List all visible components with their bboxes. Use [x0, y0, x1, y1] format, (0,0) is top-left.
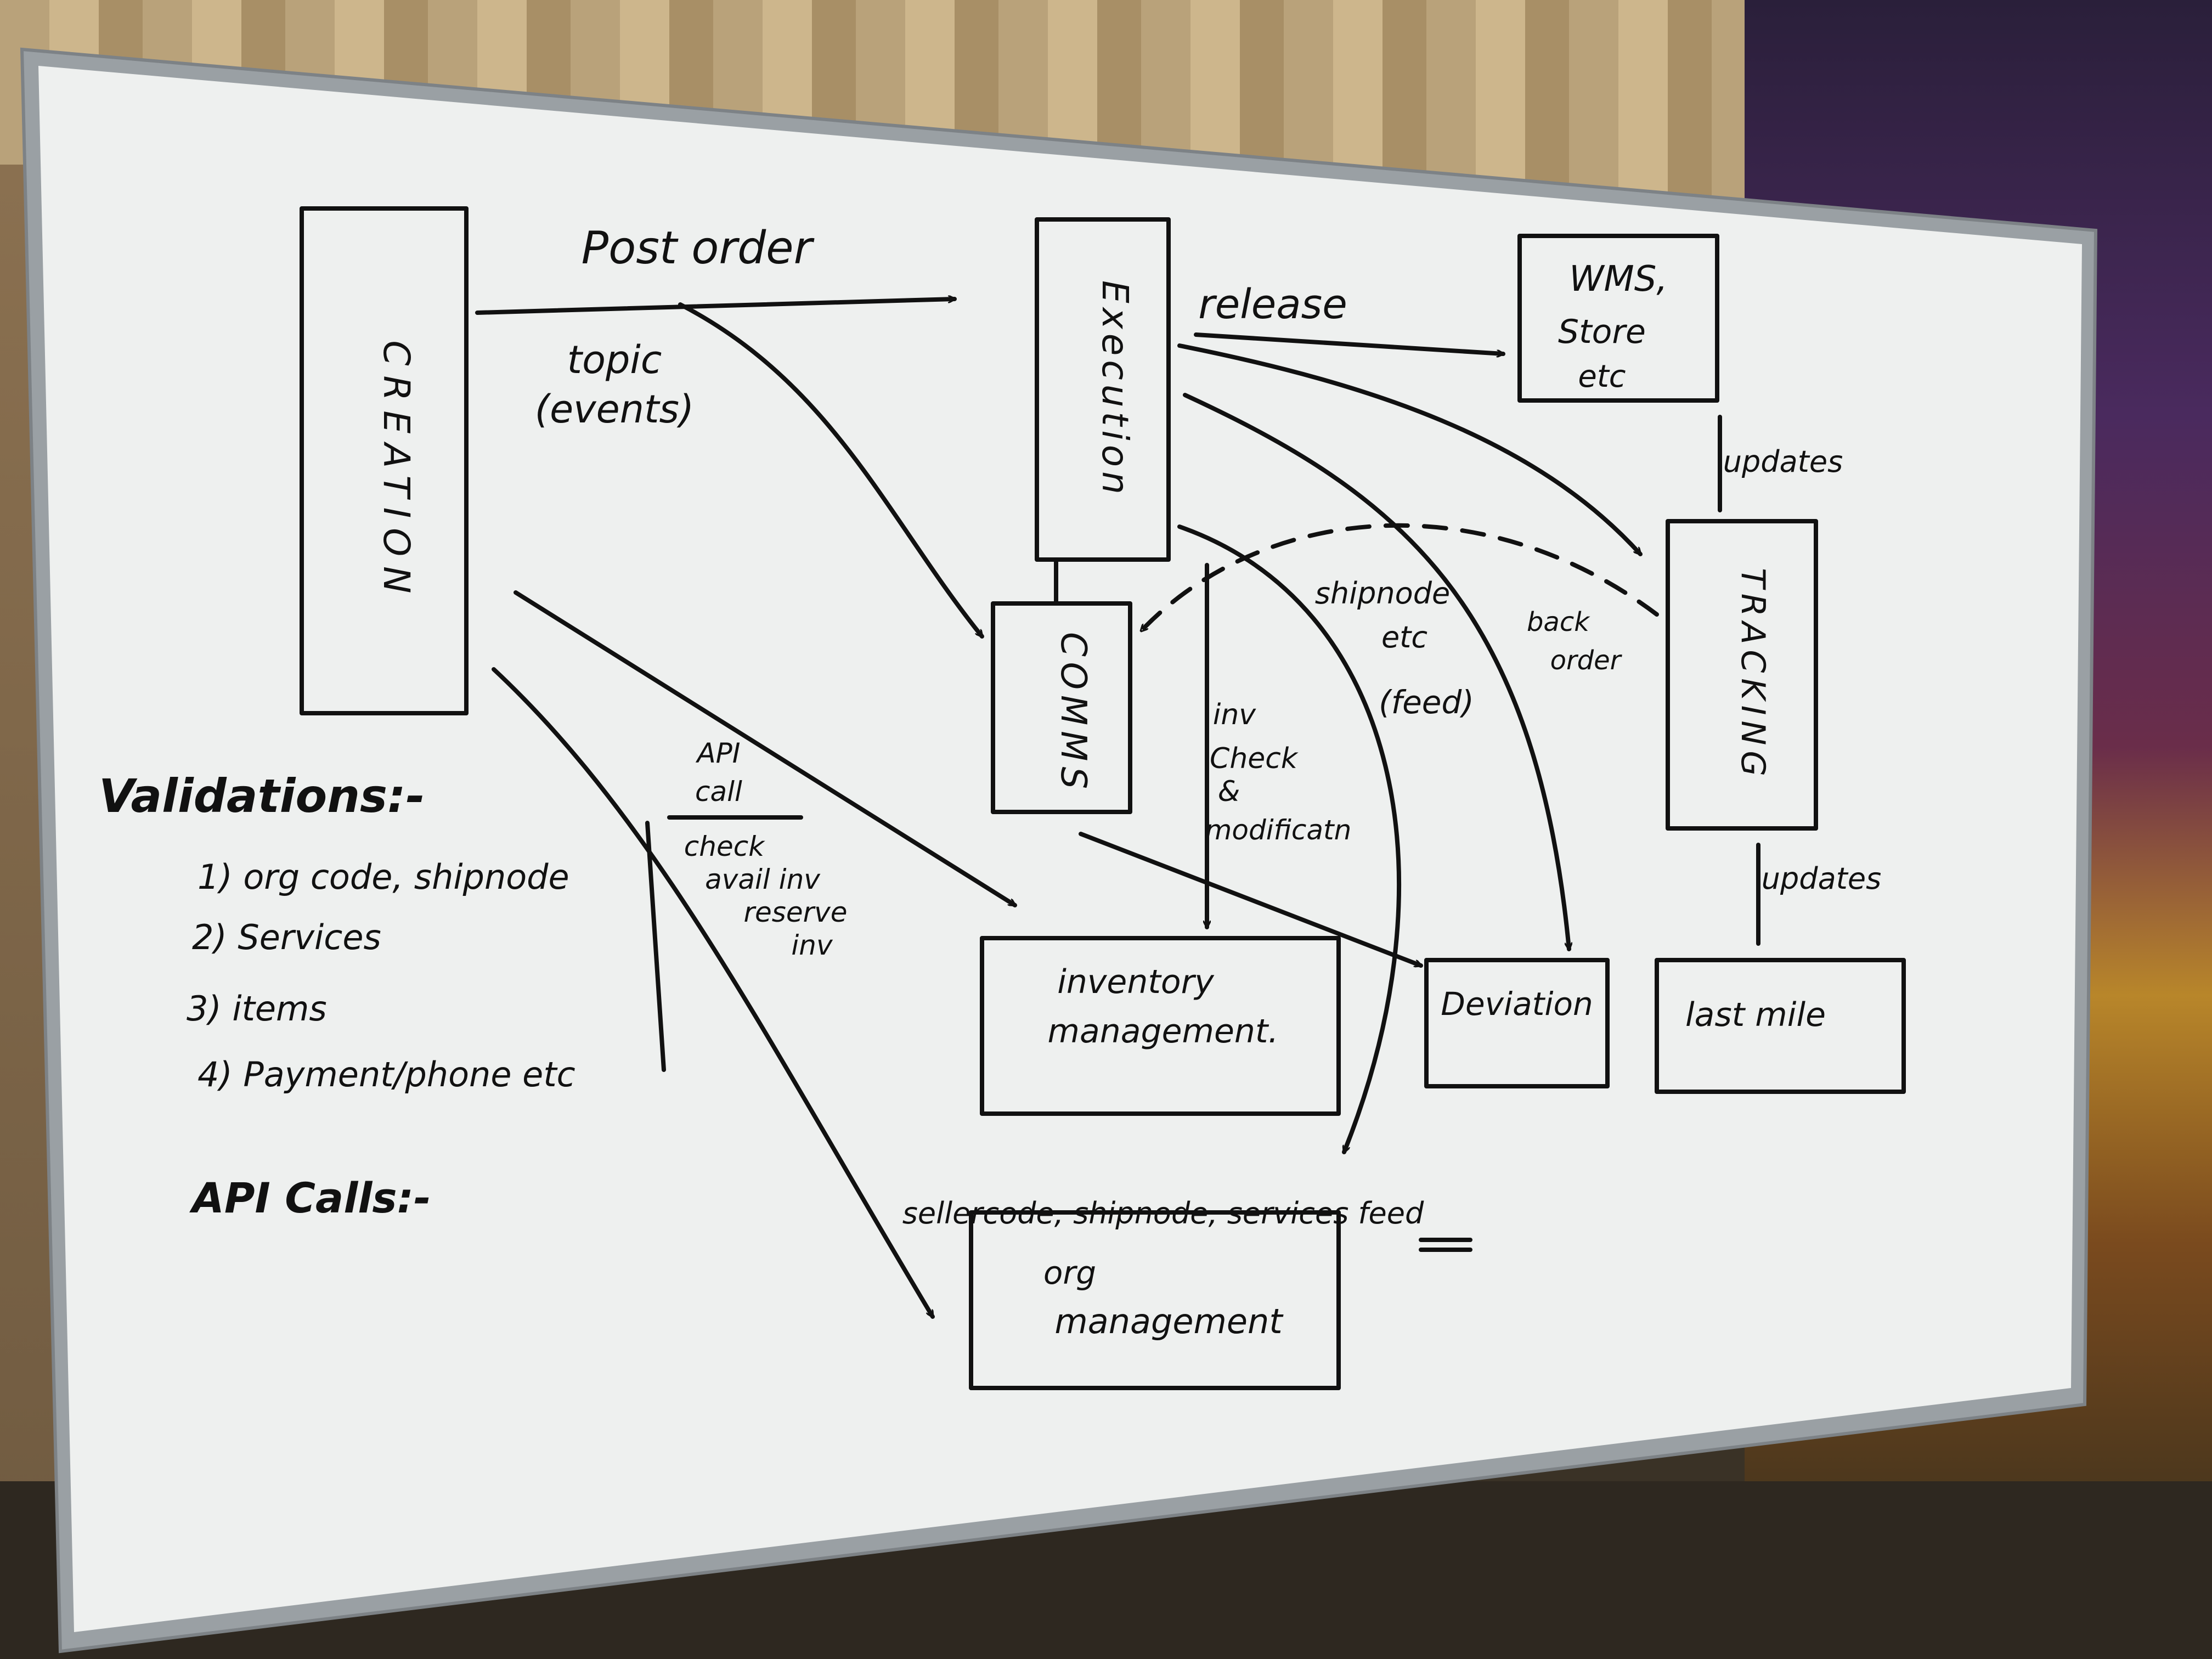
validation-item-3: 3) items — [187, 989, 327, 1029]
back-order-label-line1: back — [1527, 607, 1590, 637]
feed-underline — [1419, 1238, 1472, 1252]
whiteboard-surface — [38, 66, 2082, 1632]
api-call-label-line4: avail inv — [705, 864, 821, 895]
api-call-label-line6: inv — [791, 929, 833, 961]
updates-bottom-label: updates — [1762, 861, 1881, 896]
tracking-box — [1666, 519, 1818, 831]
last-mile-box — [1655, 958, 1906, 1094]
inv-check-label-line2: Check — [1210, 742, 1299, 775]
topic-label: topic — [567, 337, 662, 382]
creation-org-arrow — [492, 667, 935, 1317]
post-order-arrow — [475, 299, 957, 315]
comms-deviation-arrow — [1079, 832, 1421, 968]
inv-check-label-line3: & — [1218, 775, 1240, 808]
api-call-label-line1: API — [695, 737, 740, 769]
validation-item-1: 1) org code, shipnode — [198, 857, 569, 897]
inventory-label-line2: management. — [1048, 1012, 1279, 1051]
comms-label: COMMS — [1053, 632, 1093, 794]
shipnode-label-line3: (feed) — [1379, 684, 1474, 721]
creation-inventory-arrow — [514, 590, 1015, 907]
creation-label: CREATION — [375, 340, 417, 603]
topic-arrow — [678, 302, 984, 636]
execution-tracking-arrow — [1177, 343, 1643, 556]
execution-label: Execution — [1094, 280, 1136, 499]
inventory-box — [980, 936, 1341, 1116]
org-management-box — [969, 1210, 1341, 1390]
wms-label-line1: WMS, — [1569, 259, 1667, 300]
api-call-label-line3: check — [684, 831, 765, 862]
deviation-box — [1424, 958, 1610, 1088]
wms-box — [1517, 234, 1719, 403]
validation-item-2: 2) Services — [192, 917, 381, 957]
execution-box — [1035, 217, 1171, 562]
validation-item-4: 4) Payment/phone etc — [198, 1054, 575, 1094]
org-label-line2: management — [1054, 1301, 1284, 1341]
inv-check-label-line4: modificatn — [1205, 814, 1352, 846]
events-label: (events) — [535, 387, 694, 432]
api-calls-heading: API Calls:- — [189, 1173, 431, 1222]
shipnode-feed-arrow — [1177, 524, 1401, 1152]
validations-title: Validations:- — [99, 769, 425, 823]
last-mile-label: last mile — [1685, 996, 1826, 1034]
org-label-line1: org — [1043, 1254, 1096, 1291]
comms-box — [991, 601, 1132, 814]
back-order-label-line2: order — [1550, 645, 1623, 676]
back-order-arrow — [1183, 393, 1569, 951]
wms-label-line2: Store — [1558, 313, 1646, 351]
deviation-label: Deviation — [1441, 985, 1593, 1023]
api-call-label-line2: call — [695, 776, 742, 808]
release-arrow — [1194, 332, 1505, 354]
shipnode-label-line1: shipnode — [1315, 576, 1450, 611]
post-order-label: Post order — [582, 222, 815, 274]
api-call-label-line5: reserve — [743, 896, 847, 928]
tracking-label: TRACKING — [1734, 568, 1772, 782]
inv-check-label-line1: inv — [1213, 698, 1256, 731]
feed-title: sellercode, shipnode, services feed — [902, 1196, 1424, 1231]
shipnode-label-line2: etc — [1381, 620, 1427, 654]
release-label: release — [1198, 281, 1347, 328]
creation-box — [300, 206, 469, 715]
tracking-comms-dashed — [1139, 523, 1659, 633]
validations-bracket — [645, 821, 666, 1072]
updates-top-label: updates — [1723, 444, 1843, 479]
inventory-label-line1: inventory — [1057, 963, 1215, 1001]
wms-label-line3: etc — [1578, 359, 1626, 394]
